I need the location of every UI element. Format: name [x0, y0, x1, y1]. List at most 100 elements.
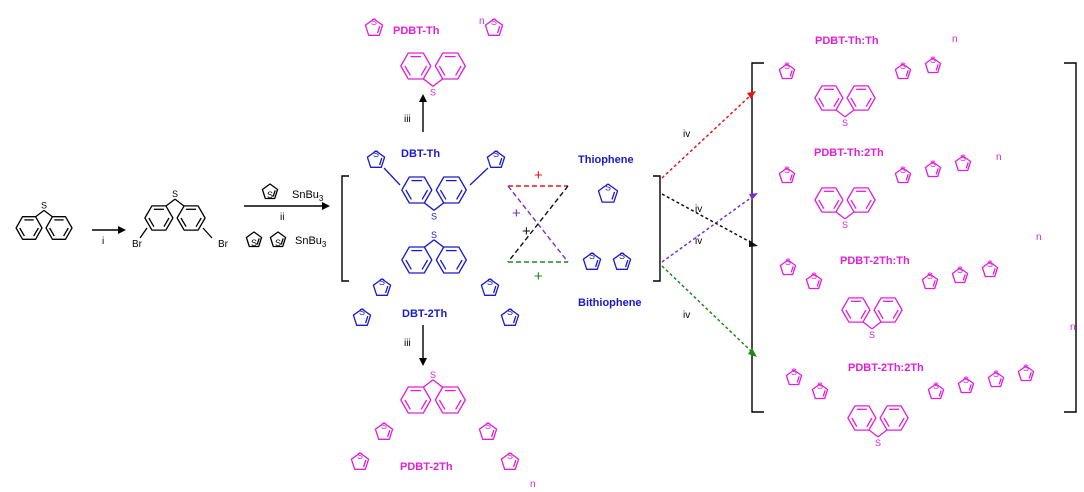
repeat-n-th-2th: n [996, 152, 1002, 163]
pdbt-2th-2th-polymer-l0-sulfur: S [817, 381, 823, 391]
arrow-to-th-2th [661, 196, 753, 263]
dbt-2th-r1-sulfur: S [487, 277, 493, 287]
label-thiophene: Thiophene [578, 154, 634, 166]
pdbt-th-2th-polymer-l0-sulfur: S [784, 165, 790, 175]
repeat-n-pdbt-2th: n [530, 479, 536, 490]
pdbt-2th-th-polymer-core-sulfur: S [869, 330, 875, 340]
dbt-th-left-sulfur: S [373, 149, 379, 159]
bracket-monomers [341, 175, 661, 282]
step-iv-label-1: iv [683, 129, 690, 140]
pdbt-2th-l1-sulfur: S [381, 421, 387, 431]
step-ii-label: ii [280, 212, 284, 223]
label-bithiophene: Bithiophene [578, 297, 642, 309]
arrows [92, 100, 424, 360]
arrow-to-2th-2th [661, 265, 753, 353]
bith-a-sulfur: S [589, 251, 595, 261]
thiophene-monomer-sulfur: S [605, 183, 611, 193]
product-arrowheads [747, 91, 758, 357]
pdbt-2th-2th-polymer-r0-sulfur: S [933, 381, 939, 391]
dbt-th-right-sulfur: S [493, 149, 499, 159]
pdbt-2th-polymer: S S S S S [350, 370, 520, 470]
text-labels: PDBT-Th DBT-Th DBT-2Th PDBT-2Th Thiophen… [102, 16, 1076, 490]
repeat-n-th-th: n [952, 34, 958, 45]
pdbt-th-2th-polymer-r2-sulfur: S [960, 153, 966, 163]
pdbt-2th-2th-polymer: S S S S S S S [785, 363, 1035, 448]
pdbt-th-2th-polymer-r0-sulfur: S [900, 165, 906, 175]
bromine-label-right: Br [218, 239, 229, 250]
dbt-2th-l1-sulfur: S [379, 277, 385, 287]
pdbt-th-polymer: S S S [364, 17, 504, 97]
bith-b-sulfur: S [619, 251, 625, 261]
pdbt-2th-r2-sulfur: S [507, 451, 513, 461]
dbt-2th-structure: S S S S S [352, 230, 520, 326]
plus-black: + [522, 223, 531, 240]
dbt-2th-core-sulfur: S [431, 230, 437, 240]
pdbt-2th-2th-polymer-l1-sulfur: S [791, 367, 797, 377]
dibromo-core-sulfur: S [172, 189, 178, 199]
pdbt-2th-r1-sulfur: S [485, 421, 491, 431]
pdbt-th-th-polymer-r1-sulfur: S [930, 55, 936, 65]
plus-purple: + [512, 205, 521, 222]
pdbt-2th-th-polymer-r2-sulfur: S [987, 259, 993, 269]
pdbt-2th-2th-polymer-r1-sulfur: S [963, 375, 969, 385]
step-iv-label-3: iv [695, 236, 702, 247]
pdbt-th-2th-polymer-core-sulfur: S [842, 220, 848, 230]
step-i-label: i [102, 236, 104, 247]
label-dbt-th: DBT-Th [401, 148, 440, 160]
pdbt-2th-2th-polymer-r2-sulfur: S [993, 369, 999, 379]
reagent-2th-b-sulfur: S [275, 238, 281, 248]
step-iii-up-label: iii [404, 114, 411, 125]
product-arrows [661, 95, 753, 353]
pdbt-2th-th-polymer-l0-sulfur: S [811, 271, 817, 281]
dbt-2th-l2-sulfur: S [359, 307, 365, 317]
black-pair-line [507, 185, 569, 263]
pdbt-th-core-sulfur: S [430, 87, 436, 97]
repeat-n-2th-th: n [1036, 232, 1042, 243]
plus-green: + [534, 268, 543, 285]
bromine-label-left: Br [132, 239, 143, 250]
step-iv-label-4: iv [683, 310, 690, 321]
pdbt-2th-2th-polymer-r3-sulfur: S [1023, 363, 1029, 373]
arrowheads [118, 94, 427, 366]
dbt-th-structure: S S S [366, 149, 506, 221]
reagent-th-sulfur: S [267, 190, 273, 200]
pdbt-th-th-polymer-core-sulfur: S [842, 118, 848, 128]
label-pdbt-2th-2th: PDBT-2Th:2Th [848, 362, 924, 374]
pdbt-2th-th-polymer-r0-sulfur: S [927, 271, 933, 281]
plus-red: + [534, 167, 543, 184]
label-dbt-2th: DBT-2Th [402, 308, 448, 320]
label-pdbt-th-2th: PDBT-Th:2Th [814, 147, 884, 159]
label-pdbt-2th: PDBT-2Th [400, 461, 453, 473]
reagent-2th-a-sulfur: S [251, 238, 257, 248]
reagent-thiophene: S [261, 183, 279, 200]
dbt-2th-r2-sulfur: S [507, 307, 513, 317]
thiophene-monomer: S [597, 183, 619, 203]
pdbt-th-th-polymer-l0-sulfur: S [784, 61, 790, 71]
pdbt-2th-core-sulfur: S [430, 370, 436, 380]
label-pdbt-th-th: PDBT-Th:Th [815, 35, 879, 47]
step-iii-down-label: iii [404, 338, 411, 349]
bracket-copolymers [751, 62, 1077, 413]
reagent-snbu3-2: SnBu3 [295, 235, 327, 249]
dbt-start-core-sulfur: S [41, 200, 47, 210]
label-pdbt-th: PDBT-Th [393, 25, 440, 37]
arrow-to-th-th [661, 95, 751, 179]
pdbt-th-l-sulfur: S [371, 17, 377, 27]
repeat-n-2th-2th: n [1070, 322, 1076, 333]
repeat-n-pdbt-th: n [479, 16, 485, 27]
pdbt-2th-2th-polymer-core-sulfur: S [875, 438, 881, 448]
pdbt-2th-l2-sulfur: S [357, 451, 363, 461]
dibromo-dbt: S [139, 189, 213, 239]
pdbt-th-r-sulfur: S [491, 17, 497, 27]
dibenzothiophene: S [15, 200, 73, 240]
pdbt-2th-th-polymer-l1-sulfur: S [785, 257, 791, 267]
dbt-th-core-sulfur: S [431, 211, 437, 221]
arrow-to-2th-th [661, 193, 753, 244]
